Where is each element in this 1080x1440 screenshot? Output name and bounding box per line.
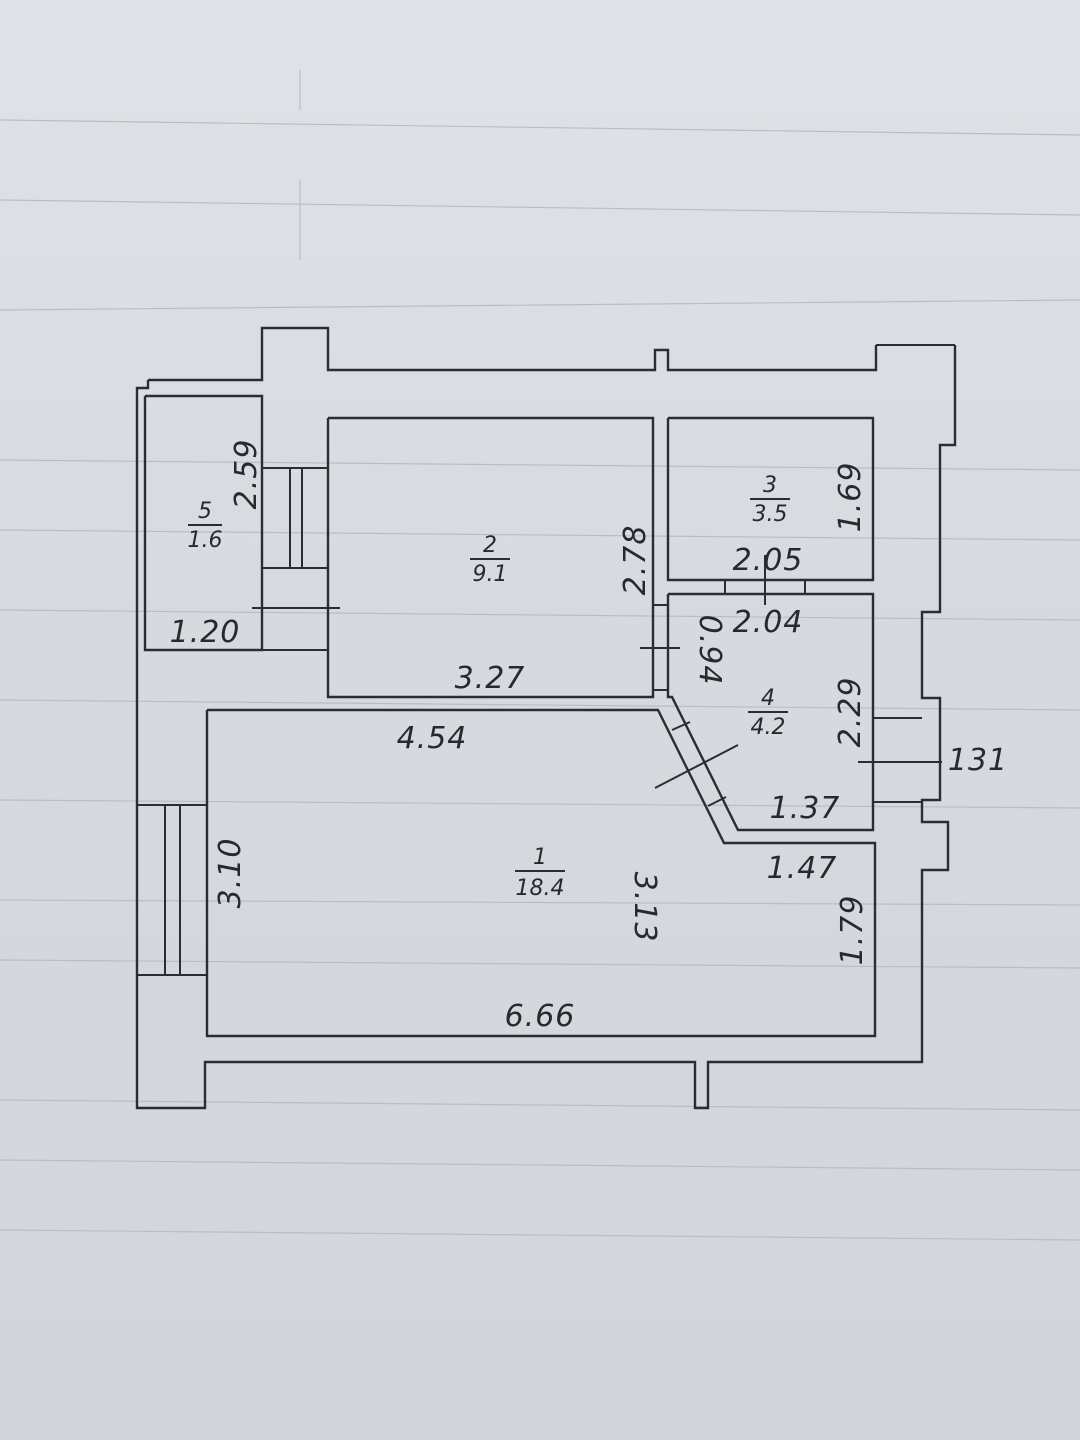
dim-room1-height-right: 1.79 xyxy=(835,895,870,966)
room-area: 4.2 xyxy=(751,715,786,740)
faded-background-lines xyxy=(0,70,1080,1241)
room-area: 3.5 xyxy=(753,502,788,527)
outer-wall-left xyxy=(135,345,957,1110)
room-number: 1 xyxy=(533,845,547,870)
room-label-1: 1 18.4 xyxy=(515,845,565,901)
room-label-2: 2 9.1 xyxy=(470,533,510,587)
room-number: 2 xyxy=(483,533,497,558)
dim-room3-height: 1.69 xyxy=(833,462,868,533)
room-area: 1.6 xyxy=(188,528,223,553)
dim-room4-width-top: 2.04 xyxy=(733,605,804,640)
room-number: 4 xyxy=(761,686,775,711)
doorway-room-5 xyxy=(261,467,329,569)
outer-walls xyxy=(135,326,957,1110)
window-room-1 xyxy=(136,804,208,976)
dim-room1-notch-width: 1.47 xyxy=(767,851,838,886)
outer-wall-top xyxy=(148,326,878,382)
room-2 xyxy=(262,416,655,699)
dim-room1-width-top: 4.54 xyxy=(397,721,468,756)
dimension-labels: 2.59 1.20 2.78 3.27 1.69 2.05 2.04 0.94 … xyxy=(170,439,1008,1034)
dim-room4-height: 2.29 xyxy=(833,677,868,748)
dim-room1-height-left: 3.10 xyxy=(213,838,248,909)
dim-room2-width: 3.27 xyxy=(455,661,526,696)
dim-room4-door-gap: 0.94 xyxy=(692,615,727,686)
room-label-4: 4 4.2 xyxy=(748,686,788,740)
dim-room5-width: 1.20 xyxy=(170,615,241,650)
dim-room5-height: 2.59 xyxy=(229,439,264,510)
room-label-5: 5 1.6 xyxy=(188,499,223,553)
dim-room1-height-mid: 3.13 xyxy=(627,872,662,943)
room-4 xyxy=(640,592,942,832)
dim-room3-width: 2.05 xyxy=(733,543,804,578)
dim-room2-height: 2.78 xyxy=(618,525,653,596)
room-number: 3 xyxy=(763,473,777,498)
room-label-3: 3 3.5 xyxy=(750,473,790,527)
room-area: 18.4 xyxy=(516,876,565,901)
dim-room4-width-bottom: 1.37 xyxy=(770,791,841,826)
dim-room1-width-bottom: 6.66 xyxy=(505,999,576,1034)
room-1 xyxy=(136,708,877,1038)
dim-window-mark: 131 xyxy=(948,743,1008,778)
room-number: 5 xyxy=(198,499,212,524)
room-area: 9.1 xyxy=(473,562,508,587)
